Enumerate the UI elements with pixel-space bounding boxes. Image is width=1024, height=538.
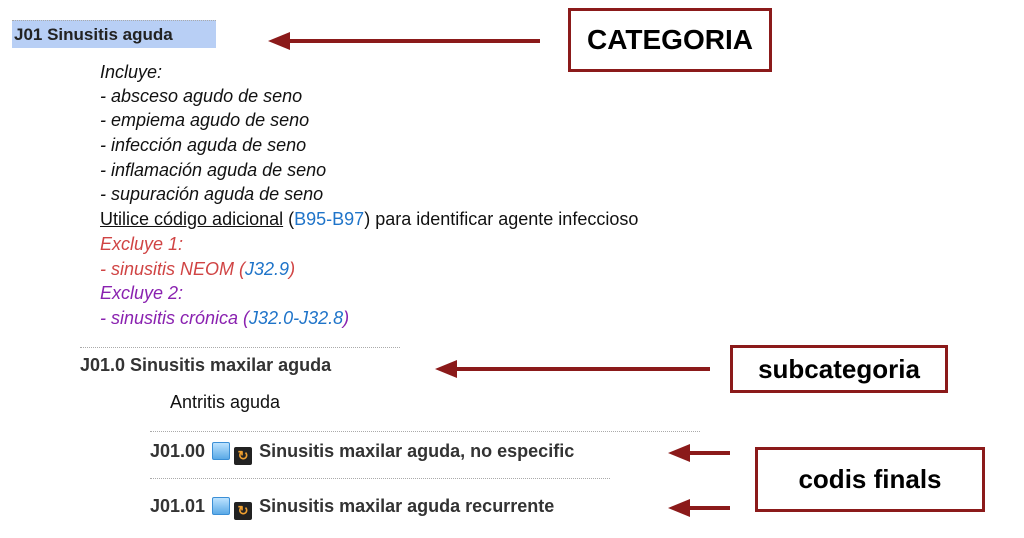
divider (150, 431, 700, 432)
include-item: - infección aguda de seno (100, 135, 307, 155)
code-row[interactable]: J01.00 ↻ Sinusitis maxilar aguda, no esp… (150, 441, 574, 465)
category-header[interactable]: J01 Sinusitis aguda (12, 20, 216, 48)
excludes1-label: Excluye 1: (100, 234, 184, 254)
includes-label: Incluye: (100, 62, 163, 82)
include-item: - inflamación aguda de seno (100, 160, 327, 180)
codis-finals-label: codis finals (755, 447, 985, 512)
code-row[interactable]: J01.01 ↻ Sinusitis maxilar aguda recurre… (150, 496, 554, 520)
include-item: - absceso agudo de seno (100, 86, 303, 106)
divider (150, 478, 610, 479)
divider (80, 347, 400, 348)
code-id: J01.01 (150, 496, 206, 516)
excludes2-item: - sinusitis crónica (J32.0-J32.8) (100, 308, 350, 328)
subcategory-note: Antritis aguda (170, 392, 281, 412)
code-description: Sinusitis maxilar aguda, no especific (259, 441, 575, 461)
edit-icon[interactable] (212, 497, 231, 515)
additional-code-link[interactable]: Utilice código adicional (100, 209, 284, 229)
code-link[interactable]: J32.9 (245, 259, 290, 279)
edit-icon[interactable] (212, 442, 231, 460)
code-description: Sinusitis maxilar aguda recurrente (259, 496, 555, 516)
categoria-label: CATEGORIA (568, 8, 772, 72)
code-id: J01.00 (150, 441, 206, 461)
excludes2-label: Excluye 2: (100, 283, 184, 303)
include-item: - supuración aguda de seno (100, 184, 324, 204)
sync-icon[interactable]: ↻ (234, 447, 253, 465)
code-link[interactable]: J32.0-J32.8 (249, 308, 344, 328)
excludes1-item: - sinusitis NEOM (J32.9) (100, 259, 296, 279)
sync-icon[interactable]: ↻ (234, 502, 253, 520)
range-link[interactable]: B95-B97 (294, 209, 365, 229)
include-item: - empiema agudo de seno (100, 110, 310, 130)
subcategory-header[interactable]: J01.0 Sinusitis maxilar aguda (80, 355, 332, 375)
additional-code-note: Utilice código adicional (B95-B97) para … (100, 209, 639, 229)
subcategoria-label: subcategoria (730, 345, 948, 393)
